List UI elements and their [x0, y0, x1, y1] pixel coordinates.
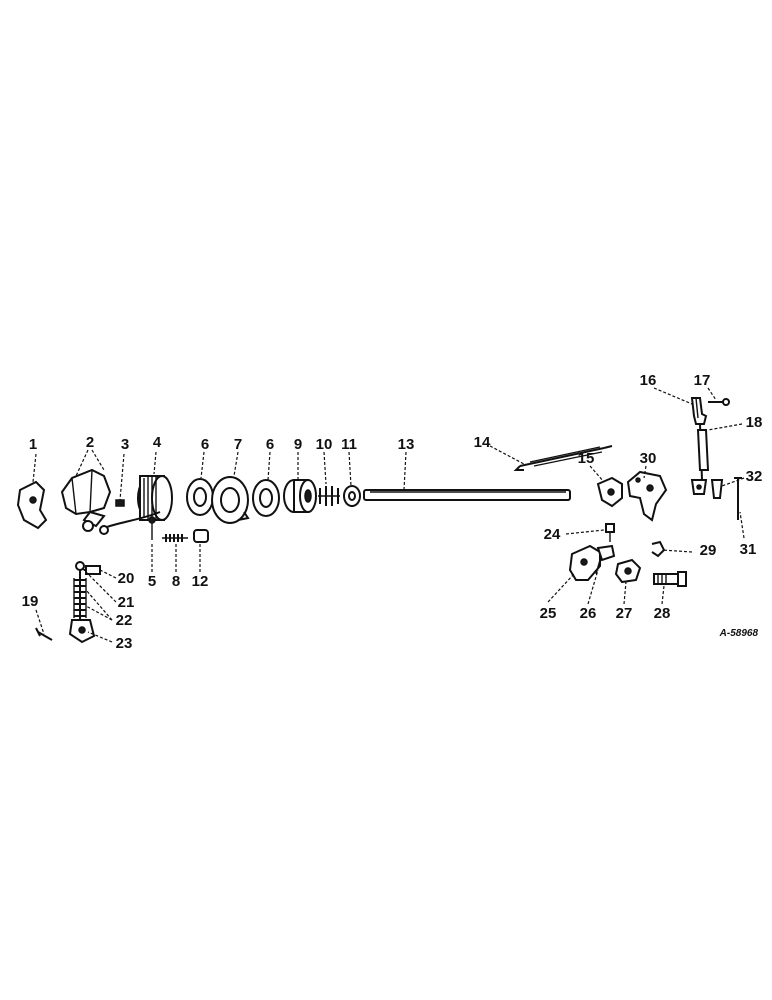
part-7-spring-washer [211, 476, 250, 524]
part-23-bracket [68, 619, 96, 644]
callout-12: 12 [192, 573, 209, 590]
drawing-reference-number: A-58968 [719, 628, 759, 639]
callout-22: 22 [116, 612, 133, 629]
callout-14: 14 [474, 434, 491, 451]
callout-6b: 6 [266, 436, 274, 453]
part-6-washer-b [252, 479, 280, 517]
callout-10: 10 [316, 436, 333, 453]
part-26-bolt [595, 544, 616, 575]
callout-30: 30 [640, 450, 657, 467]
callout-20: 20 [118, 570, 135, 587]
callout-32: 32 [746, 468, 763, 485]
part-25-arm [568, 544, 601, 581]
part-30-bracket [626, 470, 668, 522]
callout-24: 24 [544, 526, 561, 543]
part-18-link-rod [690, 423, 710, 495]
callout-29: 29 [700, 542, 717, 559]
callout-17: 17 [694, 372, 711, 389]
part-6-washer-a [186, 478, 214, 516]
part-13-shaft [363, 489, 571, 501]
part-16-clevis [690, 397, 708, 425]
part-28-bolt [653, 571, 687, 587]
callout-6a: 6 [201, 436, 209, 453]
part-32-clip [710, 479, 724, 499]
callout-7: 7 [234, 436, 242, 453]
part-4-drum [99, 475, 173, 535]
part-31-pin [734, 477, 742, 520]
part-10-spring [318, 486, 340, 506]
leader-lines [32, 387, 745, 643]
callout-28: 28 [654, 605, 671, 622]
part-15-lever [596, 476, 623, 508]
callout-3: 3 [121, 436, 129, 453]
part-5-screw [148, 516, 156, 540]
callout-23: 23 [116, 635, 133, 652]
part-27-nut [614, 558, 642, 584]
part-24-screw [605, 523, 615, 542]
callout-1: 1 [29, 436, 37, 453]
callout-31: 31 [740, 541, 757, 558]
callout-16: 16 [640, 372, 657, 389]
callout-21: 21 [118, 594, 135, 611]
part-1-arm [16, 480, 48, 530]
callout-4: 4 [153, 434, 162, 451]
callout-18: 18 [746, 414, 763, 431]
callout-15: 15 [578, 450, 595, 467]
callout-25: 25 [540, 605, 557, 622]
part-9-bushing [283, 479, 317, 513]
callout-2: 2 [86, 434, 94, 451]
callout-labels: 1 2 3 4 5 6 7 6 9 10 11 13 14 15 30 16 1… [22, 372, 763, 652]
part-11-collar [343, 485, 361, 507]
part-14-rod [513, 445, 613, 471]
callout-11: 11 [341, 436, 357, 453]
part-29-spring [651, 540, 666, 558]
part-22-spring [73, 578, 87, 618]
part-21-rod [75, 561, 85, 628]
callout-13: 13 [398, 436, 415, 453]
callout-5: 5 [148, 573, 156, 590]
callout-27: 27 [616, 605, 633, 622]
part-17-pin [708, 398, 730, 406]
part-3-pin [115, 499, 125, 507]
callout-19: 19 [22, 593, 39, 610]
part-8-spring [162, 534, 188, 542]
callout-26: 26 [580, 605, 597, 622]
part-19-pin [35, 627, 53, 641]
callout-9: 9 [294, 436, 302, 453]
callout-8: 8 [172, 573, 180, 590]
part-12-plug [193, 529, 209, 543]
part-2-governor-housing [60, 468, 112, 532]
